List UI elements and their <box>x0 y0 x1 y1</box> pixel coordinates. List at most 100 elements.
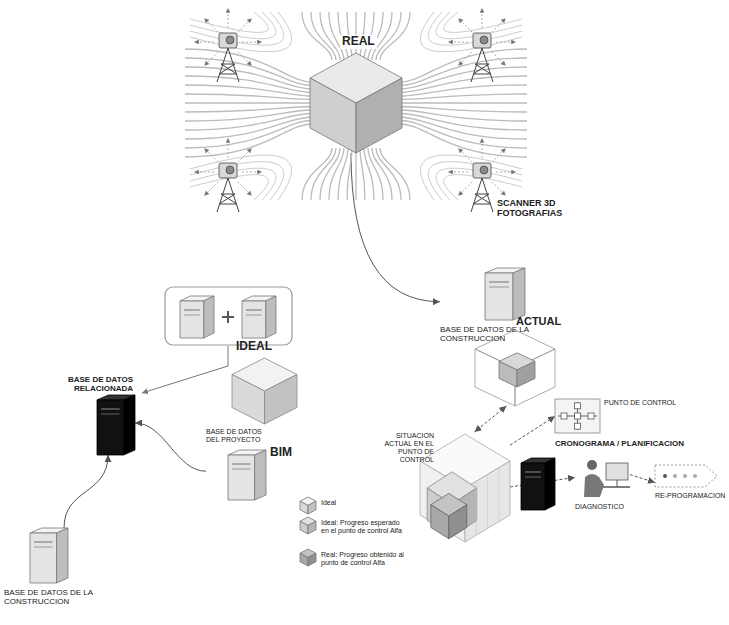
wave-line <box>190 175 268 200</box>
wave-line <box>185 124 312 157</box>
wave-line <box>400 94 527 100</box>
scan-ray <box>204 52 218 66</box>
server-icon <box>124 395 135 455</box>
scan-ray <box>458 182 472 196</box>
wave-line <box>420 155 522 200</box>
scanner-tower <box>471 178 493 212</box>
wave-line <box>400 124 527 157</box>
wave-line <box>190 162 284 200</box>
wave-line <box>190 12 268 32</box>
scan-ray <box>238 148 252 162</box>
server-icon <box>521 463 545 510</box>
step-dot <box>663 474 667 478</box>
control-point <box>588 413 594 419</box>
real-progress <box>449 505 467 539</box>
actual-progress <box>517 361 535 387</box>
control-grid <box>558 402 597 430</box>
server-slot <box>525 477 541 478</box>
wave-line <box>185 102 312 103</box>
server-slot <box>246 315 262 316</box>
group-frame <box>165 287 292 345</box>
reprogram-arrow <box>655 465 717 487</box>
wave-line <box>347 148 352 200</box>
wave-line <box>400 117 527 139</box>
node-text: BIM <box>270 446 292 460</box>
wave-line <box>400 121 527 149</box>
wave-line <box>400 76 527 93</box>
wave-line <box>185 94 312 100</box>
wave-line <box>185 117 312 139</box>
scan-ray <box>238 182 252 196</box>
scanner-body <box>473 33 491 48</box>
server-icon <box>266 296 276 338</box>
wave-line <box>380 12 410 60</box>
server-icon <box>513 268 525 320</box>
control-point <box>561 413 567 419</box>
node-text: BASE DE DATOS DEL PROYECTO <box>206 428 268 444</box>
wave-line <box>311 148 336 200</box>
diagram-node: REAL <box>300 35 402 153</box>
control-grid <box>555 399 600 433</box>
wave-line <box>302 12 332 60</box>
server-icon <box>57 528 68 583</box>
node-text: IDEAL <box>236 340 272 354</box>
grid-line <box>487 475 488 529</box>
server-slot <box>232 469 251 470</box>
scan-ray <box>238 52 252 66</box>
caption-label: SCANNER 3D FOTOGRAFIAS <box>497 198 587 219</box>
scan-ray <box>492 182 506 196</box>
wave-line <box>190 12 292 52</box>
scan-ray <box>492 52 506 66</box>
diagram-node: BASE DE DATOS RELACIONADA <box>45 375 135 455</box>
diagram-node: PUNTO DE CONTROLCRONOGRAMA / PLANIFICACI… <box>555 395 684 448</box>
real-progress <box>431 505 449 539</box>
flow-connector <box>475 406 507 432</box>
scanner-body <box>219 163 237 178</box>
monitor <box>606 463 628 480</box>
monitor <box>617 480 618 487</box>
flow-connector <box>64 455 108 528</box>
actual-progress <box>499 361 517 387</box>
scan-ray <box>458 148 472 162</box>
person-body <box>584 474 604 497</box>
wave-line <box>185 76 312 93</box>
scan-ray <box>194 42 214 43</box>
plus-sign <box>222 311 234 323</box>
wave-line <box>338 148 348 200</box>
scanner-tower <box>217 48 239 82</box>
diagram-node: ACTUAL <box>470 315 561 406</box>
flow-connector <box>510 416 555 445</box>
grid-line <box>476 481 477 535</box>
node-text: ACTUAL <box>516 315 561 328</box>
server-slot <box>525 471 541 473</box>
legend-text: Ideal: Progreso esperado en el punto de … <box>321 519 407 535</box>
step-dot <box>683 474 687 478</box>
wave-line <box>444 12 522 32</box>
scan-ray <box>482 138 483 158</box>
node-text: REAL <box>340 35 377 49</box>
server-icon <box>545 458 555 510</box>
scan-ray <box>448 172 468 173</box>
node-text: RE-PROGRAMACION <box>655 492 725 500</box>
scan-ray <box>242 172 262 173</box>
scan-ray <box>204 182 218 196</box>
server-slot <box>34 541 53 543</box>
scan-ray <box>496 42 516 43</box>
server-icon <box>228 455 255 500</box>
server-slot <box>246 309 262 311</box>
server-icon <box>97 400 124 455</box>
legend-sample <box>300 553 308 566</box>
server-slot <box>101 414 120 415</box>
wave-line <box>400 58 527 86</box>
legend-sample <box>308 501 316 514</box>
server-slot <box>184 309 200 311</box>
flow-connector <box>135 423 206 471</box>
server-icon <box>180 301 204 338</box>
diagram-node: RE-PROGRAMACION <box>655 465 725 500</box>
diagram-node: IDEAL <box>222 340 297 424</box>
scanner-body <box>473 163 491 178</box>
scan-ray <box>204 18 218 32</box>
server-icon <box>204 296 214 338</box>
server-slot <box>489 281 509 283</box>
